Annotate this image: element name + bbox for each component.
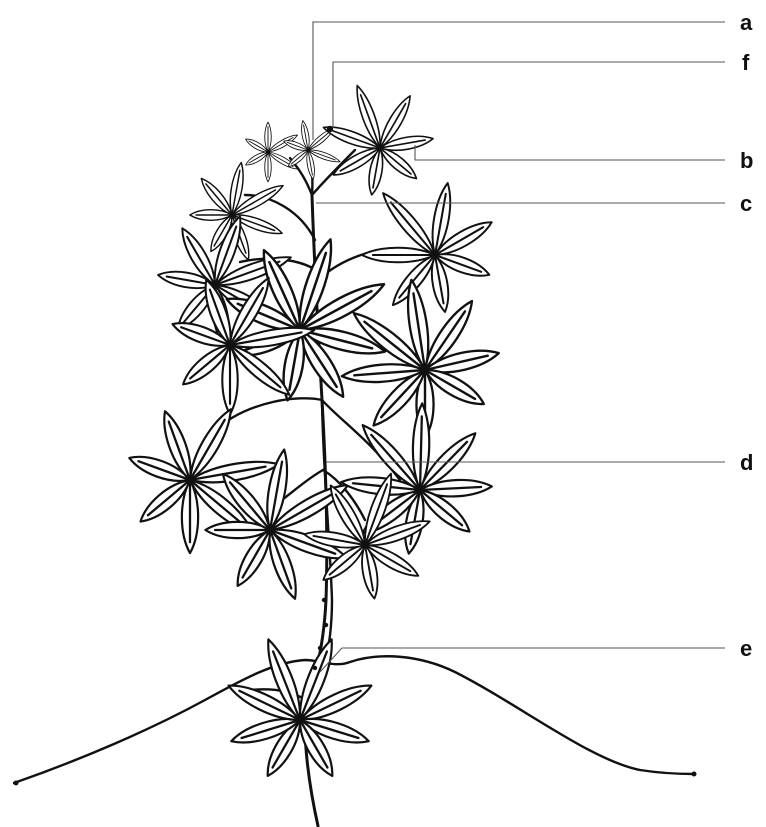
leaf [333,151,520,338]
leaf [244,122,299,182]
label-b: b [415,145,753,173]
label-d-text: d [740,450,753,475]
label-c-text: c [740,191,752,216]
soil-mound [14,656,697,785]
label-c: c [316,191,752,216]
label-b-text: b [740,148,753,173]
label-e: e [320,636,752,672]
label-e-text: e [740,636,752,661]
leaf [225,636,375,780]
label-f-text: f [742,50,750,75]
label-a-text: a [740,10,753,35]
label-a: a [313,10,753,140]
